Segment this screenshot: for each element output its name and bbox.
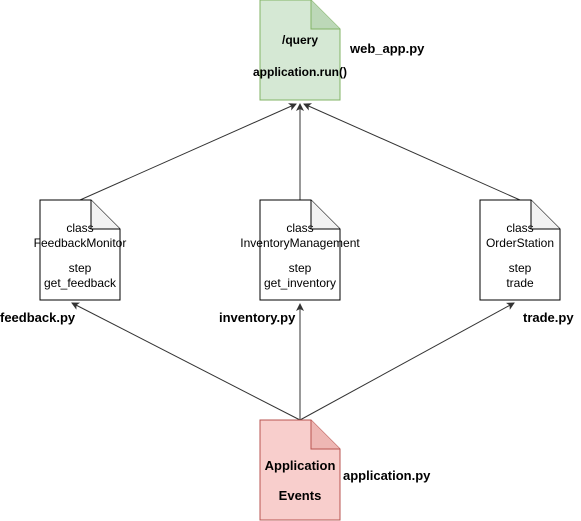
trade-page-fold — [530, 200, 560, 230]
edges-group — [71, 103, 521, 421]
node-feedback: class FeedbackMonitor step get_feedback … — [0, 199, 127, 325]
web-app-page-fold — [310, 0, 340, 30]
web-app-line1: /query — [282, 33, 318, 47]
feedback-page-fold — [90, 200, 120, 230]
inventory-page-fold — [310, 200, 340, 230]
feedback-line1: class — [66, 221, 93, 235]
feedback-file-label: feedback.py — [0, 310, 76, 325]
application-line2: Events — [279, 488, 322, 503]
feedback-line3: step — [69, 261, 92, 275]
node-trade: class OrderStation step trade trade.py — [479, 199, 574, 325]
application-line1: Application — [265, 458, 336, 473]
inventory-file-label: inventory.py — [219, 310, 296, 325]
node-application: Application Events application.py — [259, 419, 431, 521]
feedback-line4: get_feedback — [44, 276, 117, 290]
edge-application-to-feedback — [71, 302, 301, 421]
web-app-file-label: web_app.py — [349, 41, 425, 56]
edge-application-to-trade — [299, 302, 515, 421]
trade-line2: OrderStation — [486, 236, 554, 250]
application-file-label: application.py — [343, 468, 431, 483]
node-web-app: /query application.run() web_app.py — [253, 0, 425, 101]
web-app-document-shape — [259, 0, 341, 101]
edge-feedback-to-web-app — [79, 103, 297, 201]
trade-line3: step — [509, 261, 532, 275]
trade-line4: trade — [506, 276, 534, 290]
inventory-line4: get_inventory — [264, 276, 336, 290]
trade-file-label: trade.py — [523, 310, 574, 325]
application-page-fold — [310, 420, 340, 450]
inventory-line2: InventoryManagement — [240, 236, 360, 250]
feedback-line2: FeedbackMonitor — [34, 236, 127, 250]
web-app-line2: application.run() — [253, 65, 347, 79]
edge-trade-to-web-app — [303, 103, 521, 201]
trade-line1: class — [506, 221, 533, 235]
inventory-line3: step — [289, 261, 312, 275]
inventory-line1: class — [286, 221, 313, 235]
node-inventory: class InventoryManagement step get_inven… — [219, 199, 360, 325]
